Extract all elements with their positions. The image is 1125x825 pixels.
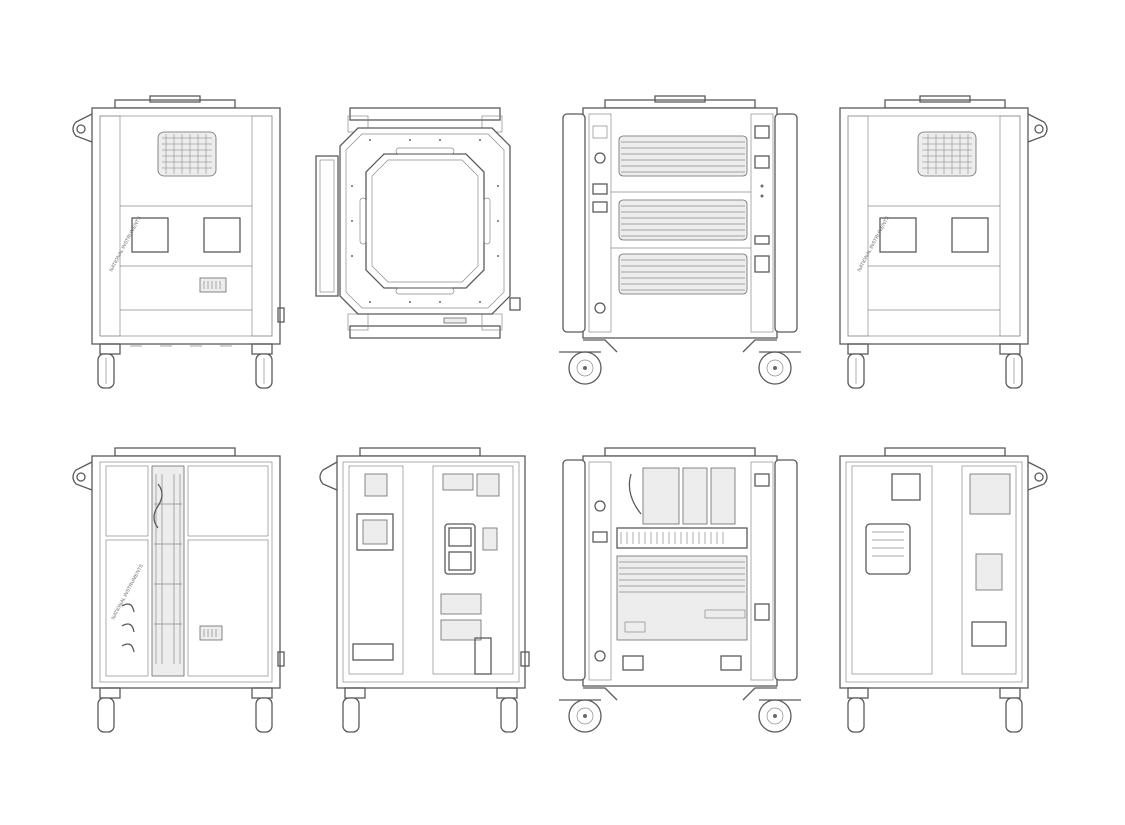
handle-loop [72,113,93,143]
view-side-right: NATIONAL INSTRUMENTS [830,95,1050,396]
panel-components [851,465,1017,675]
casters [559,339,801,385]
casters [847,343,1023,389]
power-modules [628,467,736,525]
casters [847,687,1023,733]
connector-block [199,625,223,641]
vent-grille-lower [618,253,748,295]
top-plate [339,107,511,339]
side-handle [315,155,339,297]
connector-block [199,277,227,293]
vent-grille [917,131,977,177]
cover-panels [105,465,269,677]
frame [72,447,281,689]
access-panels [879,217,989,253]
mounting-holes [351,139,499,303]
rear-connectors-right [754,125,770,273]
vent-mesh [162,134,212,174]
access-panels [131,217,241,253]
terminal-strip [616,527,748,549]
right-panel-components [432,465,514,675]
casters [342,687,518,733]
view-rear-open [555,444,805,744]
perforated-panel [616,555,748,641]
base-brackets [622,655,742,671]
vent-grille [157,131,217,177]
center-rack [151,465,185,677]
casters [97,343,273,389]
vent-grille-upper [618,135,748,177]
top-octagon-opening [359,147,491,295]
rear-connectors-left [592,125,608,314]
vent-grille-middle [618,199,748,241]
view-side-left: NATIONAL INSTRUMENTS [70,95,290,396]
view-top [310,106,535,346]
view-side-open-right [830,444,1050,744]
casters [559,687,801,733]
handle-loop [1027,113,1048,143]
view-rear [555,95,805,396]
casters [97,687,273,733]
view-front-open [315,444,535,744]
view-side-open-left: NATIONAL INSTRUMENTS [70,444,290,744]
left-panel-components [348,465,404,675]
cable-loops [121,603,135,653]
rear-connectors [592,473,770,662]
